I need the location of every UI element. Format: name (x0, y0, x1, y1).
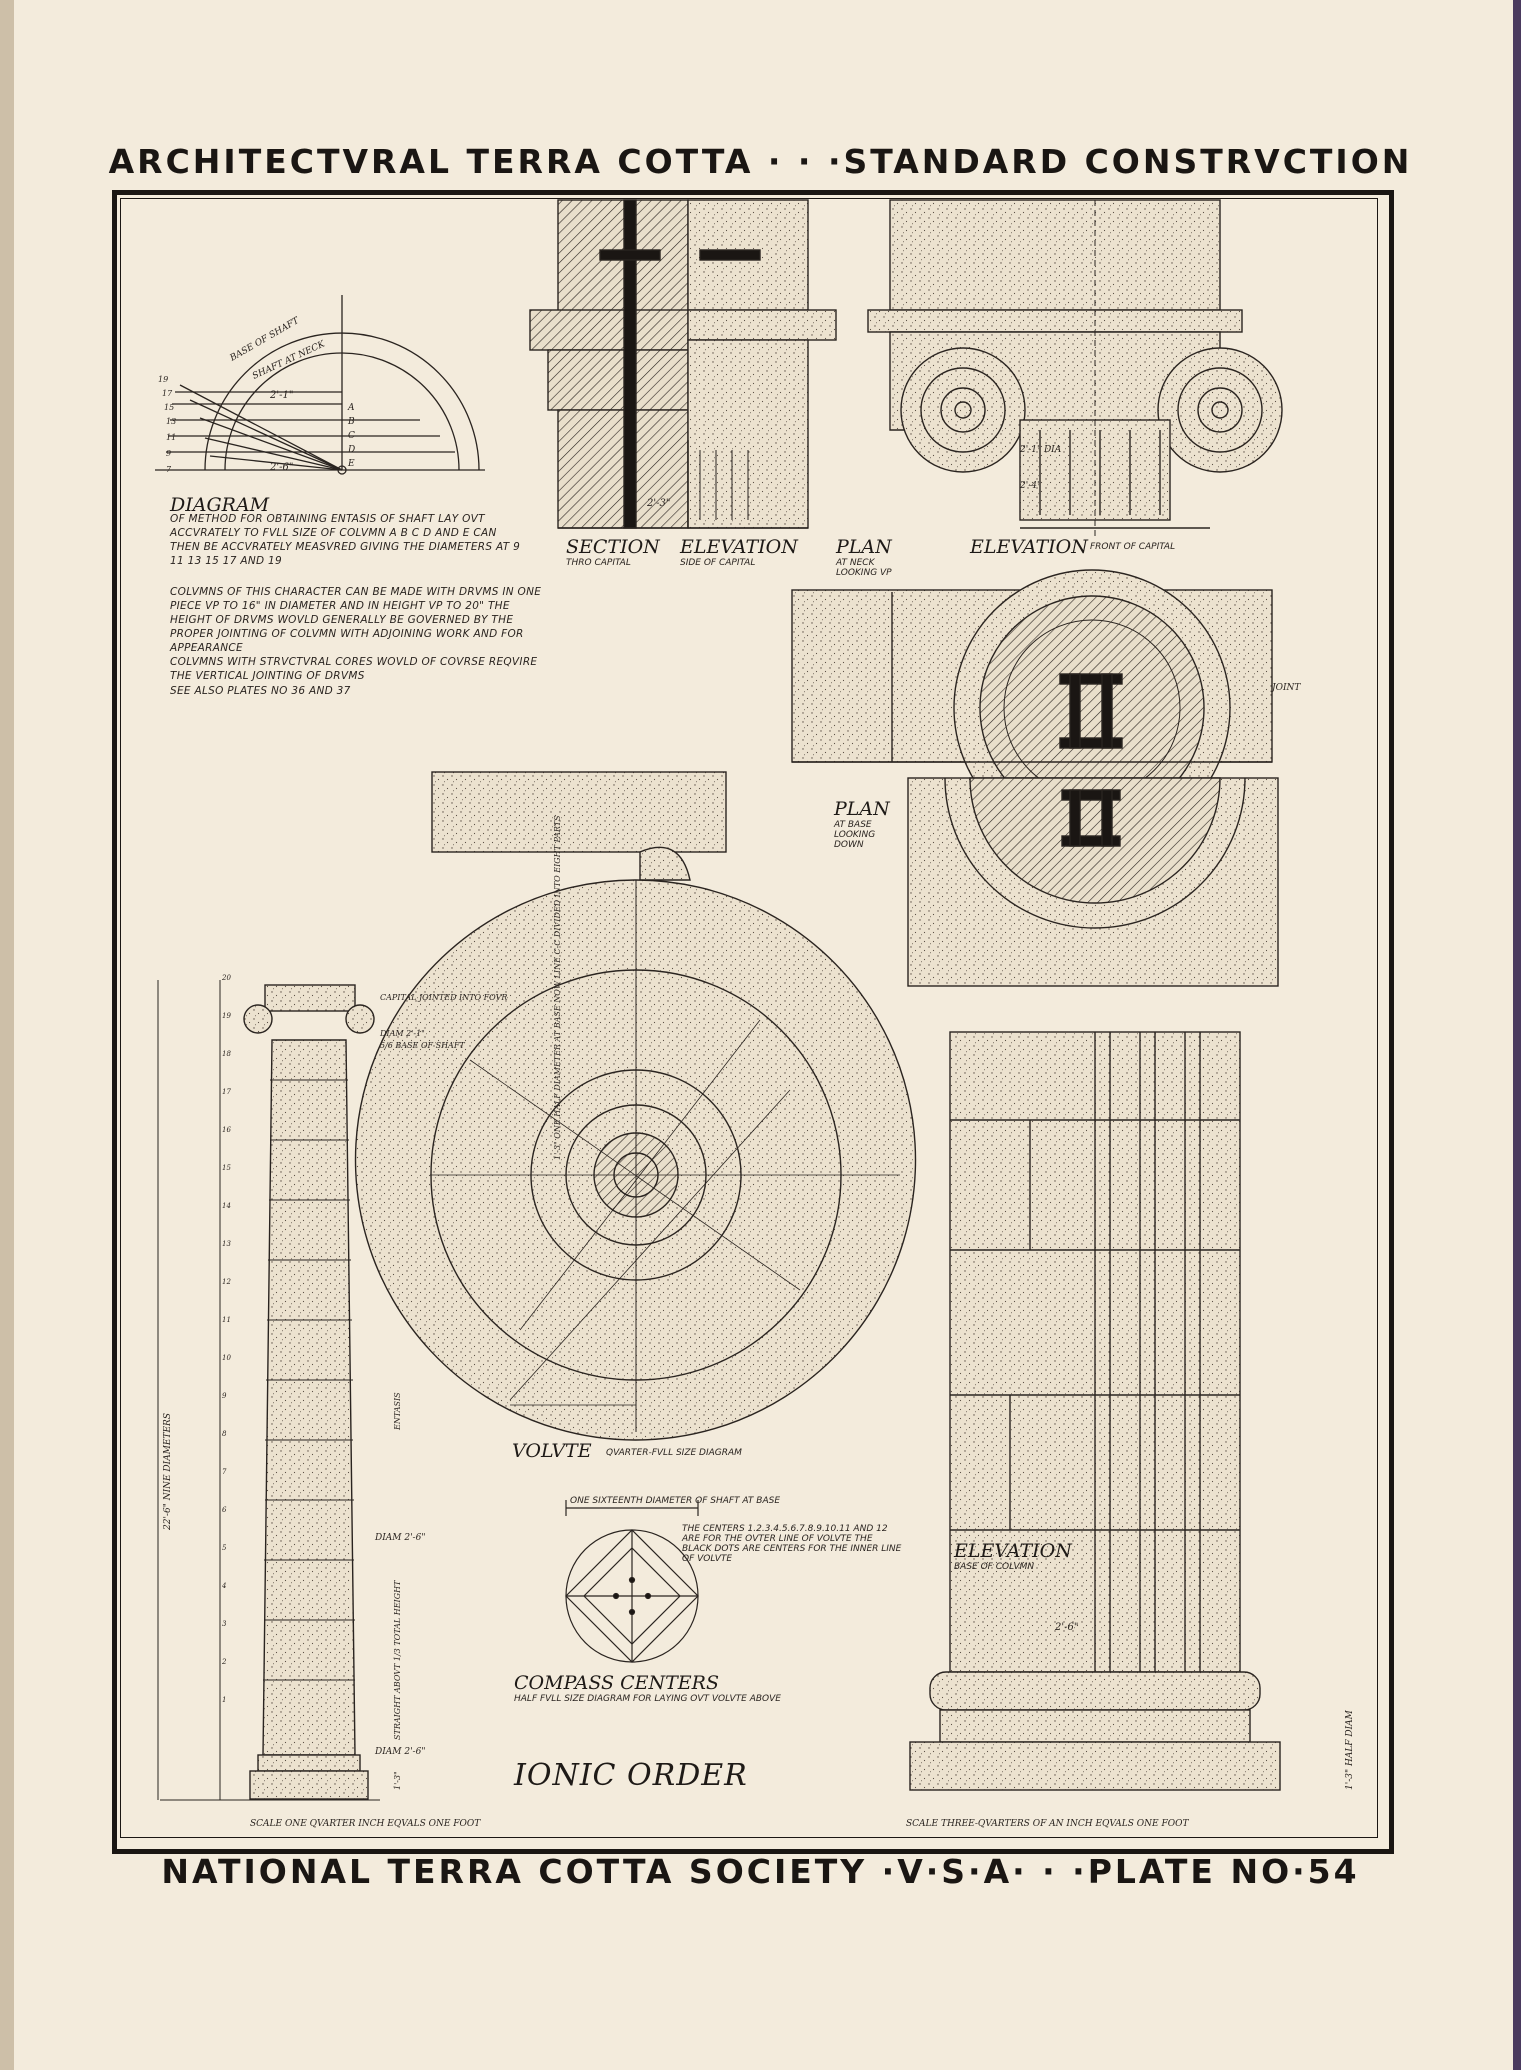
capital-section (529, 199, 837, 529)
joint-label: JOINT (1270, 683, 1301, 693)
svg-text:12: 12 (222, 1278, 231, 1286)
compass-centers (565, 1500, 699, 1663)
diagram-caption: OF METHOD FOR OBTAINING ENTASIS OF SHAFT… (170, 513, 521, 567)
elevation-side-sub: SIDE OF CAPITAL (680, 558, 756, 568)
diagram-title: DIAGRAM (170, 494, 270, 516)
svg-text:17: 17 (222, 1088, 231, 1096)
compass-title: COMPASS CENTERS (514, 1672, 719, 1694)
plan-neck-title: PLAN (836, 536, 892, 558)
capital-front-elevation (867, 199, 1283, 540)
entasis-dim-bottom: 2'-6" (269, 462, 293, 473)
svg-text:D: D (347, 445, 355, 455)
volute-sub: QVARTER-FVLL SIZE DIAGRAM (606, 1448, 742, 1458)
svg-text:4: 4 (221, 1582, 226, 1590)
capital-jointed: CAPITAL JOINTED INTO FOVR (380, 993, 507, 1002)
volute-diagram (354, 771, 917, 1441)
straight-label: STRAIGHT ABOVT 1/3 TOTAL HEIGHT (393, 1580, 402, 1740)
svg-text:5: 5 (222, 1544, 227, 1552)
full-column-elevation (157, 980, 380, 1801)
svg-text:8: 8 (222, 1430, 227, 1438)
entasis-letters: A B C D E (347, 403, 355, 469)
scale-right: SCALE THREE-QVARTERS OF AN INCH EQVALS O… (906, 1819, 1189, 1829)
entasis-dim-top: 2'-1" (269, 390, 293, 401)
compass-sub: HALF FVLL SIZE DIAGRAM FOR LAYING OVT VO… (514, 1694, 781, 1704)
svg-text:13: 13 (222, 1240, 231, 1248)
book-gutter (0, 0, 14, 2070)
svg-text:11: 11 (166, 433, 176, 442)
cores-note: COLVMNS WITH STRVCTVRAL CORES WOVLD OF C… (170, 656, 538, 682)
volute-title: VOLVTE (512, 1440, 592, 1462)
svg-text:13: 13 (166, 417, 176, 426)
svg-text:10: 10 (222, 1354, 231, 1362)
section-title: SECTION (566, 536, 660, 558)
entasis-numbers: 19 17 15 13 11 9 7 (158, 375, 176, 474)
svg-text:17: 17 (162, 389, 173, 398)
plan-neck-sub: AT NECK LOOKING VP (836, 558, 892, 578)
module-numbers: 20 19 18 17 16 15 14 13 12 11 10 9 8 7 6… (221, 974, 231, 1704)
svg-text:18: 18 (222, 1050, 231, 1058)
svg-text:1: 1 (222, 1696, 226, 1704)
section-dim: 2'-3" (646, 498, 670, 509)
diam-top: DIAM 2'-1" (379, 1029, 425, 1038)
plate-header: ARCHITECTVRAL TERRA COTTA · · ·STANDARD … (108, 142, 1413, 181)
svg-text:19: 19 (222, 1012, 231, 1020)
svg-text:16: 16 (222, 1126, 231, 1134)
elevation-base-title: ELEVATION (954, 1540, 1072, 1562)
centers-note: THE CENTERS 1.2.3.4.5.6.7.8.9.10.11 AND … (682, 1524, 902, 1564)
svg-text:15: 15 (164, 403, 174, 412)
section-sub: THRO CAPITAL (566, 558, 631, 568)
svg-text:11: 11 (222, 1316, 231, 1324)
drums-note: COLVMNS OF THIS CHARACTER CAN BE MADE WI… (170, 586, 542, 654)
dim-capital: 2'-4" (1019, 481, 1041, 491)
svg-text:7: 7 (166, 465, 172, 474)
svg-text:7: 7 (222, 1468, 227, 1476)
svg-text:E: E (347, 459, 355, 469)
svg-text:C: C (348, 431, 355, 441)
svg-text:20: 20 (221, 974, 231, 982)
svg-text:19: 19 (158, 375, 168, 384)
svg-text:15: 15 (222, 1164, 231, 1172)
svg-text:B: B (347, 417, 355, 427)
plate-border-inner (120, 198, 1378, 1838)
svg-text:A: A (347, 403, 355, 413)
plate-footer: NATIONAL TERRA COTTA SOCIETY ·V·S·A· · ·… (161, 1852, 1360, 1891)
svg-text:2: 2 (221, 1658, 227, 1666)
elevation-front-sub: FRONT OF CAPITAL (1090, 542, 1176, 552)
volute-axis: 1'-3" ONE HALF DIAMETER AT BASE NOW LINE… (553, 815, 562, 1160)
entasis-diagram (155, 295, 485, 475)
elevation-base-sub: BASE OF COLVMN (954, 1562, 1035, 1572)
plan-at-base (907, 777, 1279, 987)
diam-top-sub: 5/6 BASE OF SHAFT (380, 1041, 465, 1050)
svg-text:9: 9 (166, 449, 171, 458)
elevation-side-title: ELEVATION (680, 536, 798, 558)
diam-mid: DIAM 2'-6" (374, 1533, 425, 1543)
dia-capital: 2'-1" DIA (1019, 445, 1062, 455)
elevation-front-title: ELEVATION (970, 536, 1088, 558)
plan-base-sub: AT BASE LOOKING DOWN (834, 820, 876, 850)
svg-text:6: 6 (222, 1506, 227, 1514)
scale-left: SCALE ONE QVARTER INCH EQVALS ONE FOOT (250, 1819, 481, 1829)
page-edge (1513, 0, 1521, 2070)
column-drum-joints (263, 1079, 355, 1681)
entasis-label: ENTASIS (393, 1392, 402, 1431)
base-dim: 2'-6" (1054, 1622, 1078, 1633)
half-diam: 1'-3" HALF DIAM (1345, 1709, 1355, 1790)
plan-at-neck (791, 569, 1273, 847)
plan-base-title: PLAN (834, 798, 890, 820)
total-height: 22'-6" NINE DIAMETERS (163, 1413, 173, 1531)
sixteenth-label: ONE SIXTEENTH DIAMETER OF SHAFT AT BASE (570, 1496, 781, 1506)
base-height: 1'-3" (393, 1771, 402, 1790)
base-elevation (909, 1031, 1281, 1791)
svg-text:9: 9 (222, 1392, 227, 1400)
svg-text:14: 14 (222, 1202, 231, 1210)
see-also-note: SEE ALSO PLATES NO 36 AND 37 (170, 685, 351, 697)
diam-base: DIAM 2'-6" (374, 1747, 425, 1757)
ionic-order-label: IONIC ORDER (514, 1758, 748, 1793)
svg-text:3: 3 (222, 1620, 227, 1628)
plate-border-outer (112, 190, 1394, 1854)
